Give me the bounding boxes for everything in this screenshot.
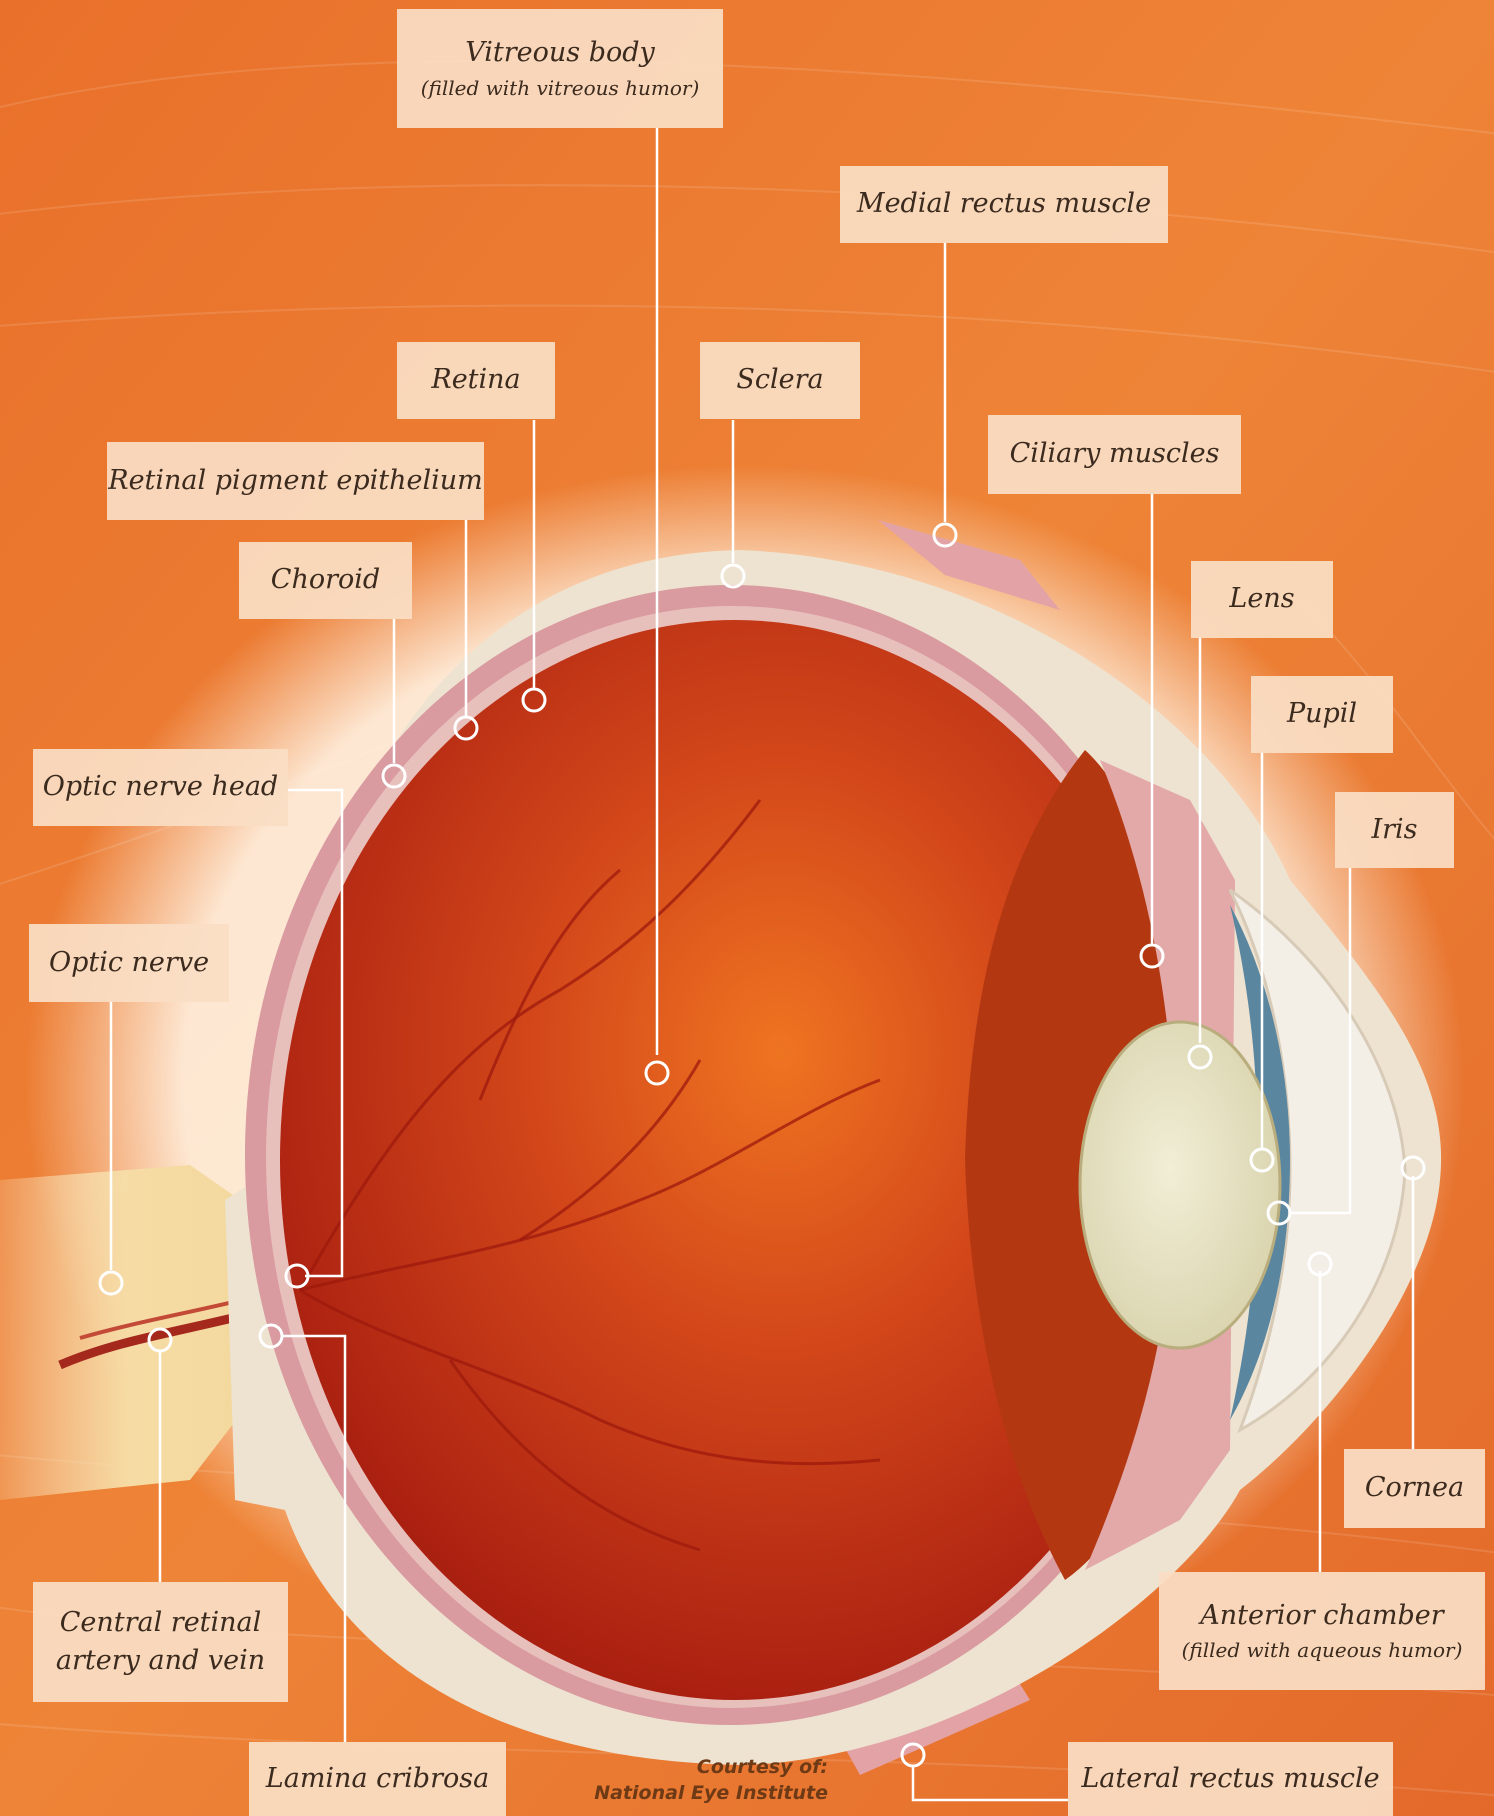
label-cornea: Cornea — [1344, 1449, 1485, 1528]
pupil-text: Pupil — [1287, 698, 1357, 730]
iris-text: Iris — [1371, 814, 1417, 846]
vitreous-body-note: (filled with vitreous humor) — [421, 76, 700, 100]
marker-lamina-cribrosa — [260, 1325, 282, 1347]
cornea-text: Cornea — [1365, 1472, 1464, 1504]
marker-retina — [523, 689, 545, 711]
marker-central-retinal — [149, 1329, 171, 1351]
anterior-chamber-note: (filled with aqueous humor) — [1182, 1638, 1463, 1662]
marker-iris — [1268, 1202, 1290, 1224]
central-retinal-line2: artery and vein — [56, 1645, 265, 1677]
optic-nerve-head-text: Optic nerve head — [43, 771, 278, 803]
marker-lateral-rectus — [902, 1744, 924, 1766]
anterior-chamber-title: Anterior chamber — [1200, 1600, 1443, 1632]
credit-line1: Courtesy of: — [560, 1755, 828, 1781]
marker-optic-nerve — [100, 1272, 122, 1294]
label-pupil: Pupil — [1251, 676, 1393, 753]
leader-lamina-cribrosa — [281, 1336, 345, 1742]
leader-optic-nerve-head — [288, 790, 342, 1276]
lens-text: Lens — [1229, 583, 1294, 615]
sclera-text: Sclera — [736, 364, 823, 396]
marker-medial-rectus — [934, 524, 956, 546]
marker-vitreous-body — [646, 1062, 668, 1084]
image-credit: Courtesy of: National Eye Institute — [560, 1755, 828, 1806]
marker-ciliary-muscles — [1141, 945, 1163, 967]
leader-lateral-rectus — [913, 1766, 1068, 1800]
marker-optic-nerve-head — [286, 1265, 308, 1287]
label-retina: Retina — [397, 342, 555, 419]
optic-nerve-text: Optic nerve — [49, 947, 209, 979]
marker-cornea — [1402, 1157, 1424, 1179]
label-ciliary-muscles: Ciliary muscles — [988, 415, 1241, 494]
marker-rpe — [455, 717, 477, 739]
rpe-text: Retinal pigment epithelium — [108, 465, 482, 497]
label-vitreous-body: Vitreous body (filled with vitreous humo… — [397, 9, 723, 128]
lateral-rectus-text: Lateral rectus muscle — [1081, 1763, 1379, 1795]
retina-text: Retina — [431, 364, 520, 396]
lamina-cribrosa-text: Lamina cribrosa — [266, 1763, 489, 1795]
central-retinal-line1: Central retinal — [60, 1607, 262, 1639]
label-sclera: Sclera — [700, 342, 860, 419]
leader-iris — [1290, 868, 1350, 1213]
marker-lens — [1189, 1046, 1211, 1068]
medial-rectus-text: Medial rectus muscle — [857, 188, 1151, 220]
label-iris: Iris — [1335, 792, 1454, 868]
label-anterior-chamber: Anterior chamber (filled with aqueous hu… — [1159, 1572, 1485, 1690]
marker-choroid — [383, 765, 405, 787]
label-lamina-cribrosa: Lamina cribrosa — [249, 1742, 506, 1816]
label-choroid: Choroid — [239, 542, 412, 619]
vitreous-body-title: Vitreous body — [465, 37, 655, 69]
choroid-text: Choroid — [271, 564, 380, 596]
label-optic-nerve-head: Optic nerve head — [33, 749, 288, 826]
marker-pupil — [1251, 1149, 1273, 1171]
ciliary-muscles-text: Ciliary muscles — [1010, 438, 1220, 470]
label-optic-nerve: Optic nerve — [29, 924, 229, 1002]
label-medial-rectus-muscle: Medial rectus muscle — [840, 166, 1168, 243]
credit-line2: National Eye Institute — [560, 1781, 828, 1807]
label-lateral-rectus-muscle: Lateral rectus muscle — [1068, 1742, 1393, 1816]
marker-sclera — [722, 565, 744, 587]
label-retinal-pigment-epithelium: Retinal pigment epithelium — [107, 442, 484, 520]
label-central-retinal-artery-vein: Central retinal artery and vein — [33, 1582, 288, 1702]
label-lens: Lens — [1191, 561, 1333, 638]
